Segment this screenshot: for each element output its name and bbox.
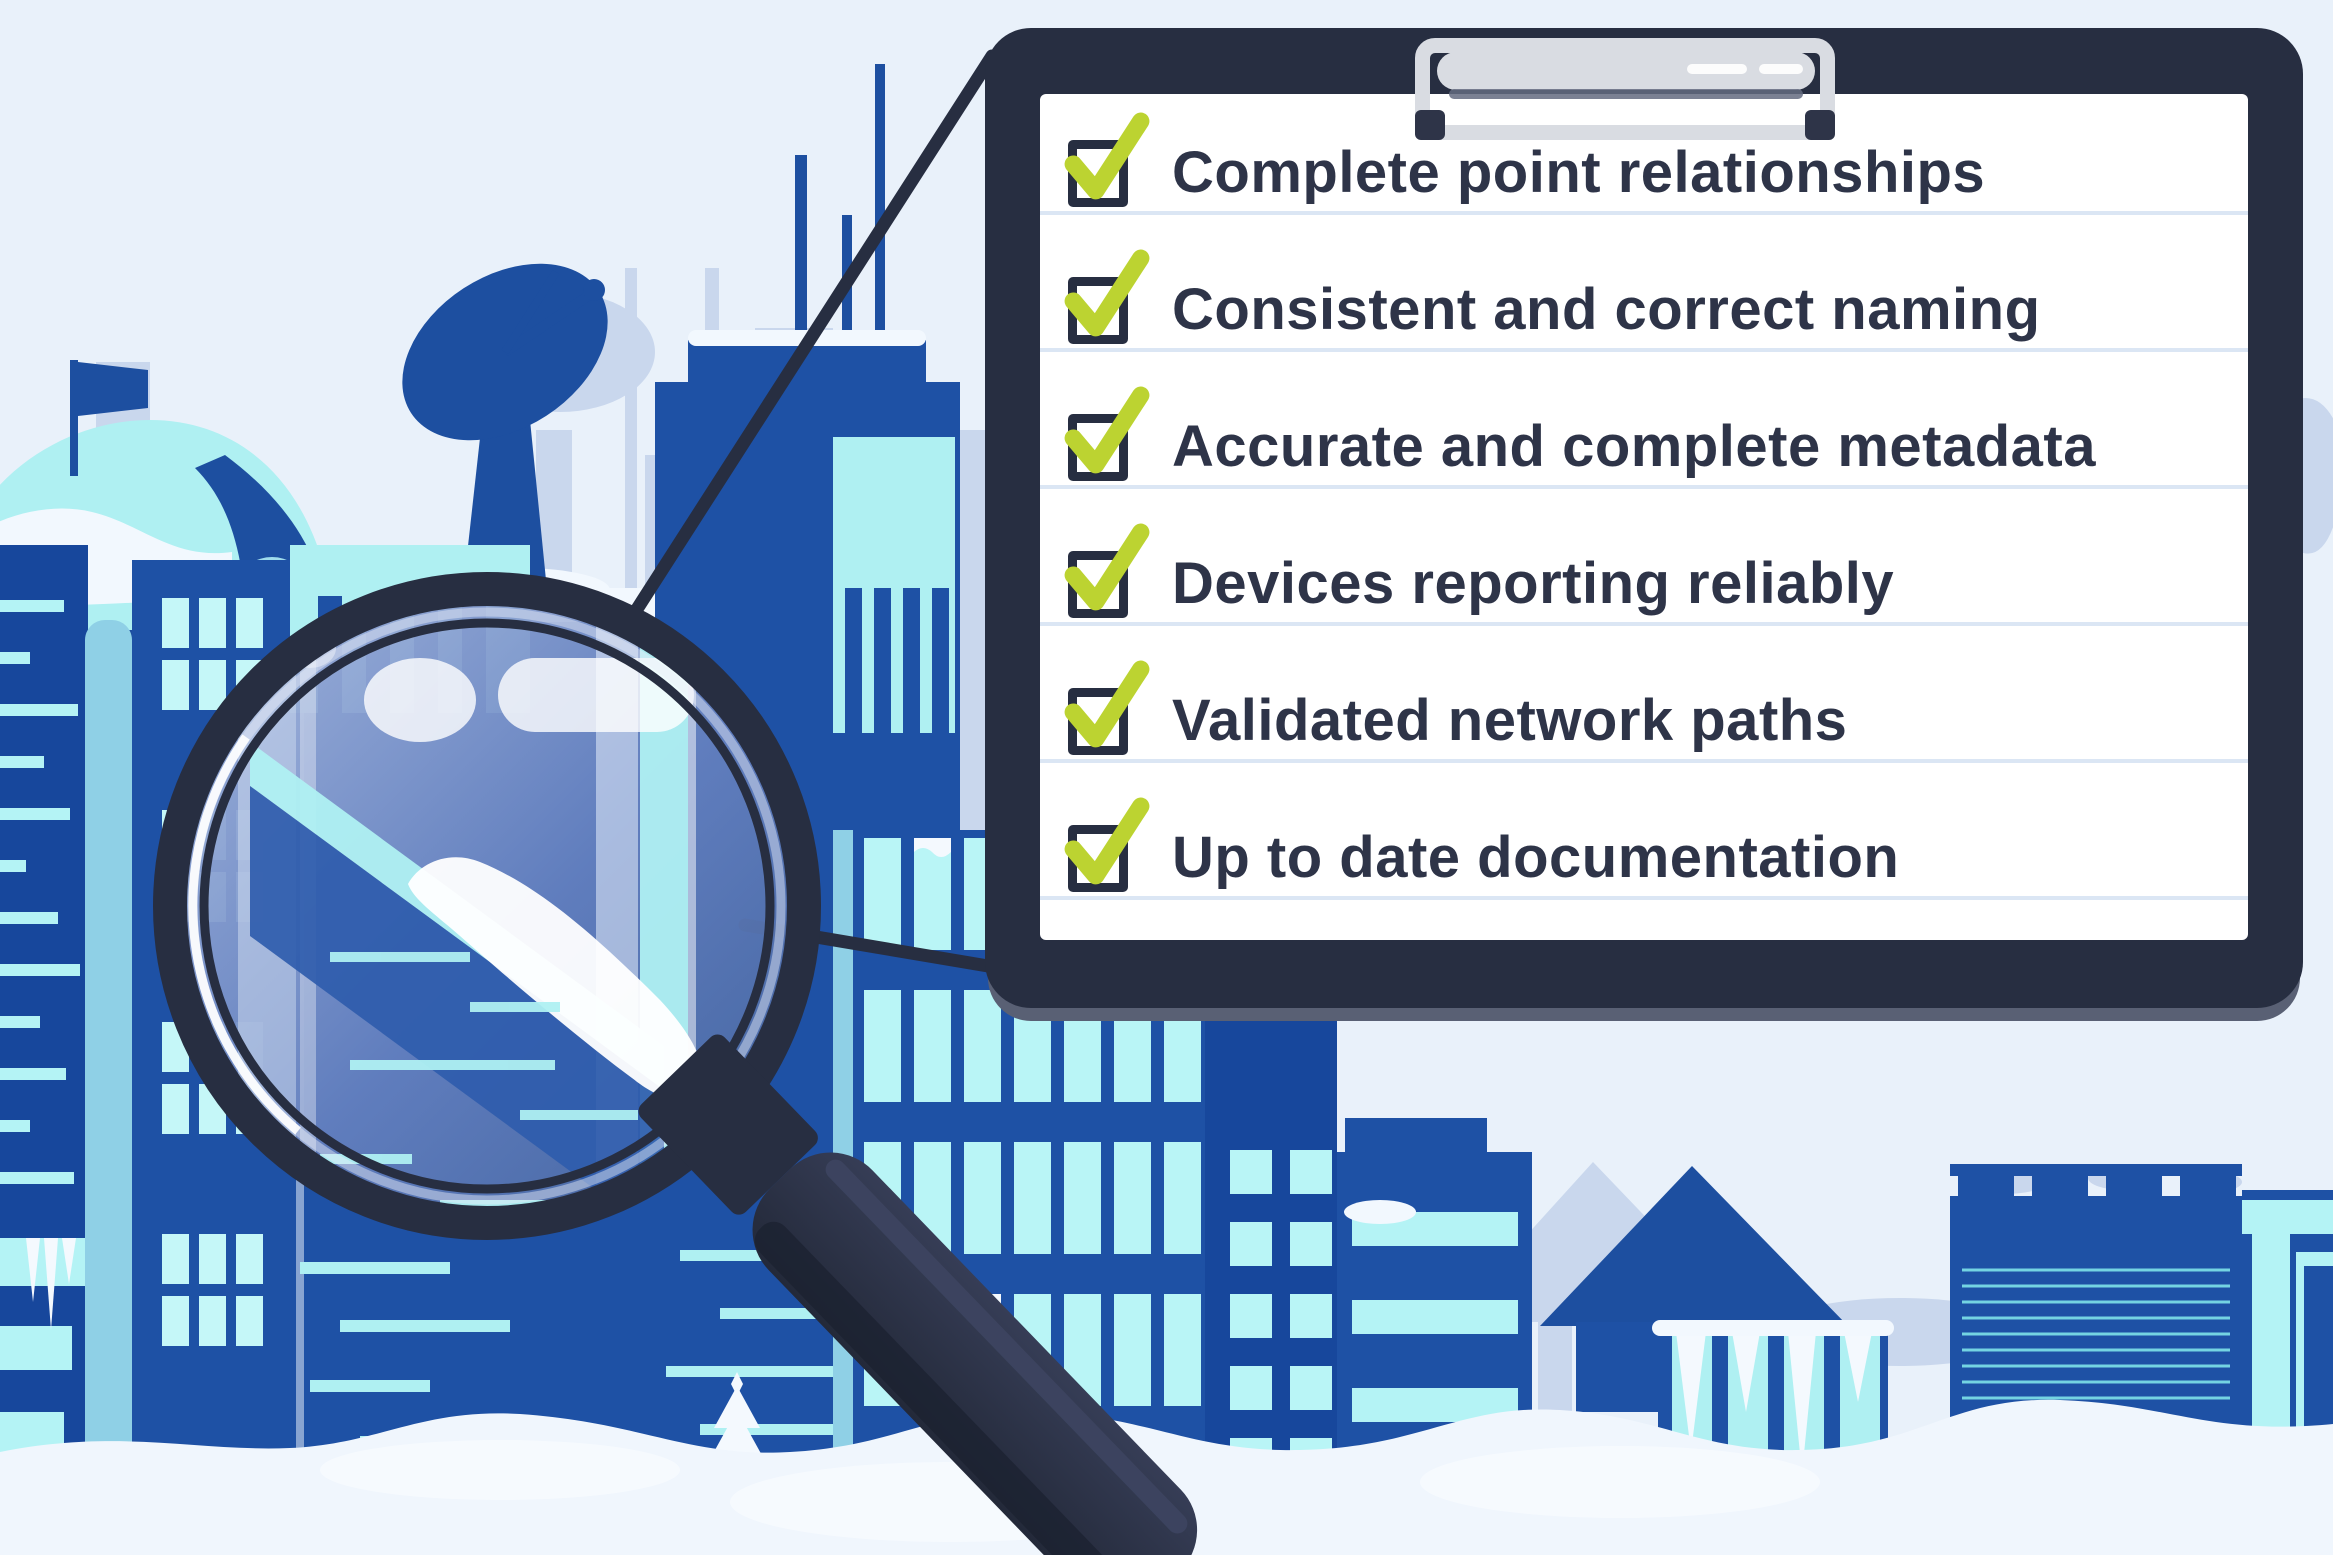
clipboard-clip-bar [1437,52,1815,90]
clip-shine [1759,64,1803,74]
lens-rim-outer [153,572,821,1240]
checkbox-checked[interactable] [1068,277,1128,344]
checklist-item-label: Up to date documentation [1172,825,1900,890]
lens-rim-inner [199,618,775,1194]
magnifying-glass [153,572,1198,1555]
building-left-dashes [0,545,88,1555]
magnifier-handle [638,1034,1198,1555]
icicles [26,1238,76,1330]
checkbox-checked[interactable] [1068,140,1128,207]
checklist-item-label: Consistent and correct naming [1172,277,2041,342]
clipboard-clip [1415,38,1835,140]
icicles [1676,1332,1872,1474]
checkbox-checked[interactable] [1068,414,1128,481]
clipboard-paper [1040,94,2248,940]
steel-strip-tower [85,620,132,1555]
checklist-item-label: Complete point relationships [1172,140,1986,205]
clipboard-clip-shadow [1449,89,1803,99]
lens-rim-highlight [188,734,301,1135]
flag-icon [78,362,148,416]
clip-shine [1687,64,1747,74]
checkbox-checked[interactable] [1068,551,1128,618]
flag-pole [70,360,78,476]
checkbox-checked[interactable] [1068,825,1128,892]
clipboard: Complete point relationships Consistent … [985,28,2303,1008]
checklist-item-label: Devices reporting reliably [1172,551,1895,616]
checklist-item-label: Accurate and complete metadata [1172,414,2096,479]
checkbox-checked[interactable] [1068,688,1128,755]
checklist-item-label: Validated network paths [1172,688,1848,753]
